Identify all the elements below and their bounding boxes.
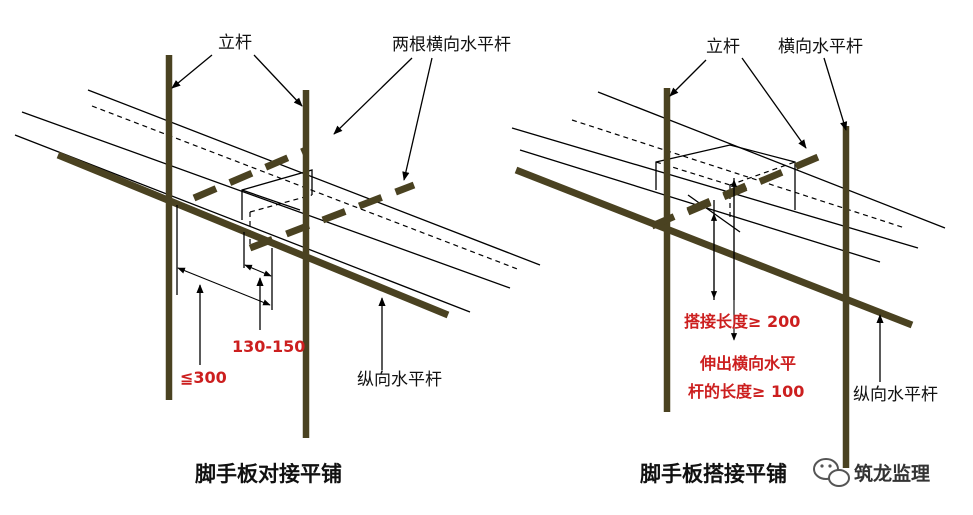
right-overlap-box	[655, 144, 796, 233]
left-transverse-bar-1	[192, 146, 308, 202]
left-two-transverse-bars-label: 两根横向水平杆	[392, 35, 511, 55]
left-longitudinal-bar-label: 纵向水平杆	[357, 370, 442, 390]
left-panel-title: 脚手板对接平铺	[195, 462, 342, 486]
left-pole-pointer-1	[171, 54, 213, 89]
right-transverse-bar-label: 横向水平杆	[778, 37, 863, 57]
right-dashed-line	[571, 119, 906, 229]
left-thin-line-1	[87, 89, 541, 266]
right-dimensions	[710, 178, 738, 341]
dim-le-300-label: ≦300	[180, 368, 227, 387]
left-pole-pointer-2	[253, 54, 303, 107]
left-thin-line-3	[14, 134, 471, 313]
right-vertical-pole-label: 立杆	[706, 37, 740, 57]
right-transverse-pointer-2	[823, 57, 848, 131]
extension-length-label-2: 杆的长度≥ 100	[688, 382, 804, 401]
watermark-text: 筑龙监理	[854, 462, 930, 485]
overlap-length-label: 搭接长度≥ 200	[684, 312, 800, 331]
left-transverse-pointer-1	[333, 57, 413, 135]
left-vertical-pole-label: 立杆	[218, 33, 252, 53]
right-panel: 立杆 横向水平杆 纵向水平杆 搭接长度≥ 200 伸出横向水平 杆的长度≥ 10…	[511, 37, 946, 486]
right-panel-title: 脚手板搭接平铺	[640, 462, 787, 486]
left-thin-line-2	[21, 111, 511, 289]
right-pole-pointer	[669, 59, 707, 97]
watermark: 筑龙监理	[813, 458, 930, 487]
dim-130-150-line	[244, 264, 272, 277]
right-thin-line-2	[511, 127, 919, 249]
left-dimensions	[176, 205, 273, 365]
left-joint-box	[241, 169, 313, 245]
dim-le-300-line	[177, 267, 271, 306]
dim-130-150-label: 130-150	[232, 337, 305, 356]
right-transverse-bar-1	[686, 151, 825, 216]
left-transverse-bar-2	[248, 181, 416, 252]
right-longitudinal-bar-label: 纵向水平杆	[853, 385, 938, 405]
left-panel: 立杆 两根横向水平杆 纵向水平杆 130-150 ≦300 脚手板对接平铺	[14, 33, 541, 486]
left-transverse-pointer-2	[402, 57, 433, 181]
extension-length-label-1: 伸出横向水平	[699, 354, 796, 373]
left-longitudinal-bar	[56, 151, 450, 319]
wechat-icon	[813, 458, 850, 487]
right-transverse-pointer-1	[741, 57, 807, 149]
right-thin-line-1	[597, 91, 946, 229]
